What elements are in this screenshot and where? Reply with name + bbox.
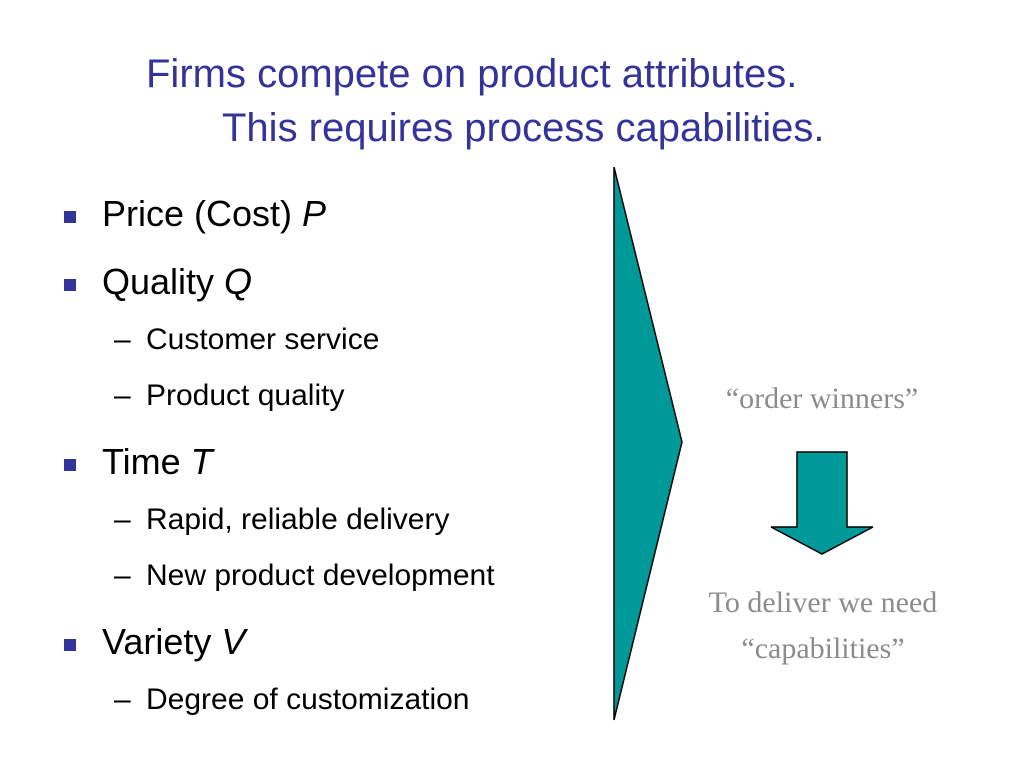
arrow-down-icon (770, 451, 874, 555)
dash-bullet-icon: – (114, 683, 131, 716)
square-bullet-icon (64, 639, 76, 651)
bullet-variable: P (302, 193, 327, 234)
square-bullet-icon (64, 211, 76, 223)
square-bullet-icon (64, 279, 76, 291)
order-winners-label: “order winners” (725, 382, 919, 415)
title-line-2: This requires process capabilities. (222, 106, 825, 150)
sub-bullet-label: Product quality (146, 379, 345, 412)
bullet-variable: T (190, 441, 213, 482)
square-bullet-icon (64, 459, 76, 471)
bullet-label: Price (Cost) (102, 193, 303, 234)
bullet-list: Price (Cost) P Quality Q – Customer serv… (64, 193, 495, 716)
sub-bullet-label: Degree of customization (146, 683, 470, 716)
capabilities-label: “capabilities” (741, 632, 905, 665)
bullet-label: Variety (102, 621, 222, 662)
bullet-label: Quality (102, 261, 225, 302)
deliver-need-line-1: To deliver we need (708, 586, 938, 619)
bullet-label: Time (102, 441, 191, 482)
title-line-1: Firms compete on product attributes. (146, 52, 798, 96)
dash-bullet-icon: – (114, 379, 131, 412)
sub-bullet-label: Customer service (146, 323, 380, 356)
bullet-variable: Q (224, 261, 253, 302)
chevron-right-arrow-icon (613, 166, 683, 721)
bullet-variable: V (221, 621, 246, 662)
dash-bullet-icon: – (114, 503, 131, 536)
sub-bullet-label: Rapid, reliable delivery (146, 503, 450, 536)
sub-bullet-label: New product development (146, 559, 495, 592)
dash-bullet-icon: – (114, 559, 131, 592)
dash-bullet-icon: – (114, 323, 131, 356)
